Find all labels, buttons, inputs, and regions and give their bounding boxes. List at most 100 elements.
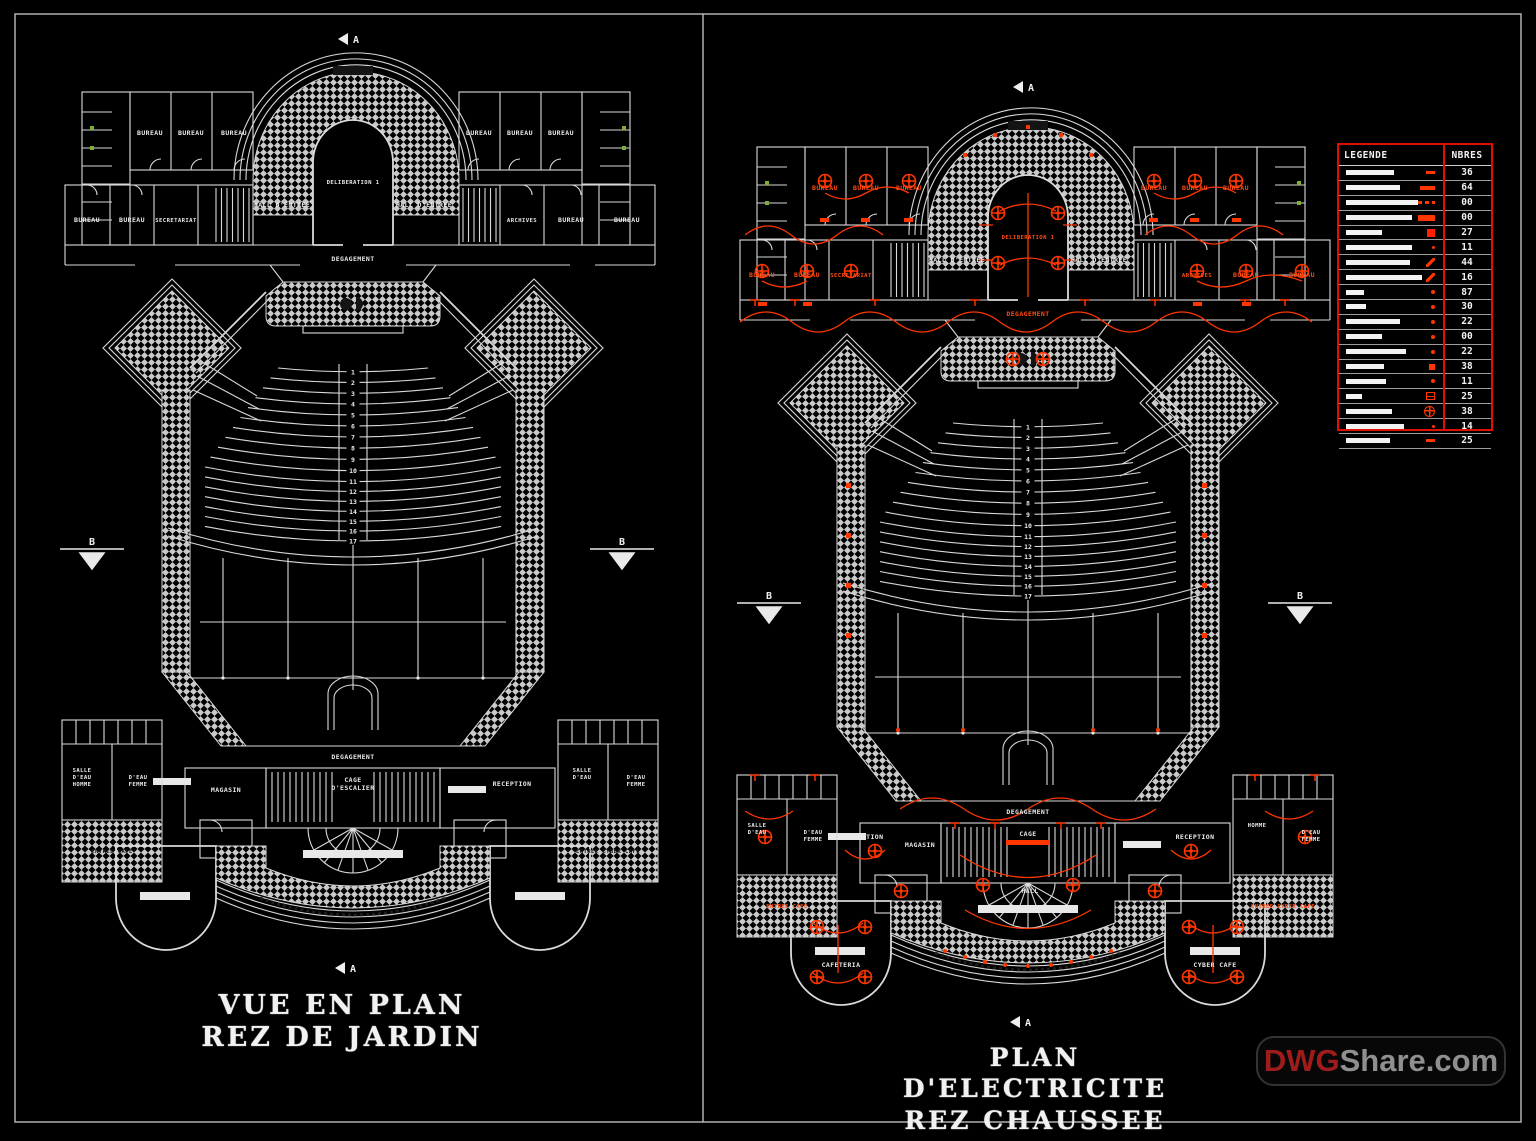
room-label-archives: ARCHIVES	[507, 218, 537, 224]
seat-row-number: 3	[351, 390, 355, 398]
room-label-salle-eau: D'EAU	[573, 775, 592, 781]
legend-label-bar	[1346, 304, 1366, 310]
section-marker-b: B	[619, 537, 625, 548]
legend-count: 27	[1461, 227, 1473, 238]
legend-count: 22	[1461, 346, 1473, 358]
seat-row-number: 5	[351, 412, 355, 420]
room-label-deliberation: DELIBERATION 1	[1002, 235, 1055, 241]
watermark-prefix: DWG	[1263, 1043, 1340, 1078]
room-label-cyber-cafe: CYBER CAFE	[1193, 961, 1236, 969]
right-plan-title-line1: PLAN D'ELECTRICITE	[902, 1043, 1168, 1103]
seat-row-number: 1	[351, 368, 355, 376]
seat-row-number: 8	[351, 445, 355, 453]
legend-label-bar	[1346, 319, 1400, 325]
legend-row: 36	[1339, 166, 1491, 181]
room-label-salle-eau: SALLE	[748, 823, 767, 829]
dot-icon	[1431, 334, 1435, 339]
legend-count: 38	[1461, 405, 1473, 417]
room-label-hall-entree: HALL D'ENTREE	[929, 256, 985, 264]
legend-count: 22	[1461, 316, 1473, 328]
section-marker-b: B	[1297, 591, 1303, 602]
legend-label-bar	[1346, 393, 1362, 399]
legend-count: 30	[1461, 301, 1473, 313]
section-marker-a: A	[350, 964, 356, 975]
seat-row-number: 14	[1024, 563, 1032, 571]
legend-row: 00	[1339, 330, 1491, 345]
seat-row-number: 11	[1024, 533, 1032, 541]
room-label-hall-entree: HALL D'ENTREE	[396, 201, 452, 209]
dot-icon	[1431, 290, 1435, 295]
seat-row-number: 9	[1026, 511, 1030, 519]
room-label-bureau: BUREAU	[896, 184, 922, 192]
room-label-bureau: BUREAU	[558, 216, 584, 224]
legend-row: 14	[1339, 419, 1491, 435]
legend-label-bar	[1346, 423, 1404, 429]
room-label-bureau: BUREAU	[1223, 184, 1249, 192]
legend-count: 14	[1461, 420, 1473, 432]
room-label-reception: RECEPTION	[845, 833, 884, 841]
legend-row: 27	[1339, 226, 1491, 241]
room-label-bureau: BUREAU	[1233, 271, 1259, 279]
legend-header: LEGENDE NBRES	[1339, 145, 1491, 166]
legend-label-bar	[1346, 364, 1384, 370]
room-label-bureau: BUREAU	[853, 184, 879, 192]
room-label-salle-eau: HOMME	[1248, 823, 1267, 829]
room-label-entree-cafe: ENTREE CAFE	[766, 904, 807, 910]
room-label-degagement: DEGAGEMENT	[331, 753, 374, 761]
legend-count: 36	[1461, 167, 1473, 179]
room-label-reception: RECEPTION	[1176, 833, 1215, 841]
sheet-border	[14, 13, 1522, 1123]
room-label-bureau: BUREAU	[749, 271, 775, 279]
seat-row-number: 10	[1024, 522, 1032, 530]
room-label-salle-eau: FEMME	[627, 782, 646, 788]
seat-row-number: 17	[349, 538, 357, 546]
seat-row-number: 15	[1024, 573, 1032, 581]
seat-row-number: 12	[349, 488, 357, 496]
room-label-salle-eau: D'EAU	[73, 775, 92, 781]
room-label-hall-entree: HALL D'ENTREE	[1071, 256, 1127, 264]
section-markers-right: A A B B	[736, 81, 1333, 1029]
legend-row: 22	[1339, 315, 1491, 330]
dot-icon	[1431, 379, 1435, 384]
room-label-salle-eau: D'EAU	[748, 830, 767, 836]
thick-dash-icon	[1418, 214, 1435, 221]
seat-row-number: 13	[349, 498, 357, 506]
seat-row-number: 14	[349, 508, 357, 516]
legend-label-bar	[1346, 185, 1400, 191]
legend-row: 25	[1339, 434, 1491, 449]
legend-count: 64	[1461, 182, 1473, 194]
section-markers-left: A A B B	[59, 33, 655, 975]
room-label-degagement: DEGAGEMENT	[331, 255, 374, 263]
section-marker-a: A	[353, 35, 359, 46]
legend-row: 38	[1339, 360, 1491, 375]
room-label-magasin: MAGASIN	[1125, 841, 1155, 849]
room-label-bureau: BUREAU	[74, 216, 100, 224]
section-marker-a: A	[1028, 83, 1034, 94]
short-dash-icon	[1426, 439, 1435, 443]
seat-row-number: 6	[1026, 478, 1030, 486]
section-marker-b: B	[766, 591, 772, 602]
legend-row: 44	[1339, 255, 1491, 271]
legend-title: LEGENDE	[1344, 149, 1388, 161]
legend-label-bar	[1346, 334, 1382, 340]
room-label-degagement: DEGAGEMENT	[1006, 310, 1049, 318]
seat-row-number: 1	[1026, 423, 1030, 431]
room-label-hall: HALL	[1021, 887, 1038, 895]
legend-row: 64	[1339, 181, 1491, 196]
room-label-salle-eau: D'EAU	[129, 775, 148, 781]
room-label-magasin: MAGASIN	[905, 841, 935, 849]
legend-count: 00	[1461, 331, 1473, 343]
room-label-bureau: BUREAU	[507, 129, 533, 137]
dashed-line-icon	[1417, 201, 1435, 205]
room-label-bureau: BUREAU	[1141, 184, 1167, 192]
legend-count: 16	[1461, 271, 1473, 283]
legend-row: 38	[1339, 404, 1491, 420]
plan-right-labels: BUREAU BUREAU BUREAU BUREAU BUREAU BUREA…	[748, 184, 1321, 969]
legend-count: 11	[1461, 241, 1473, 253]
